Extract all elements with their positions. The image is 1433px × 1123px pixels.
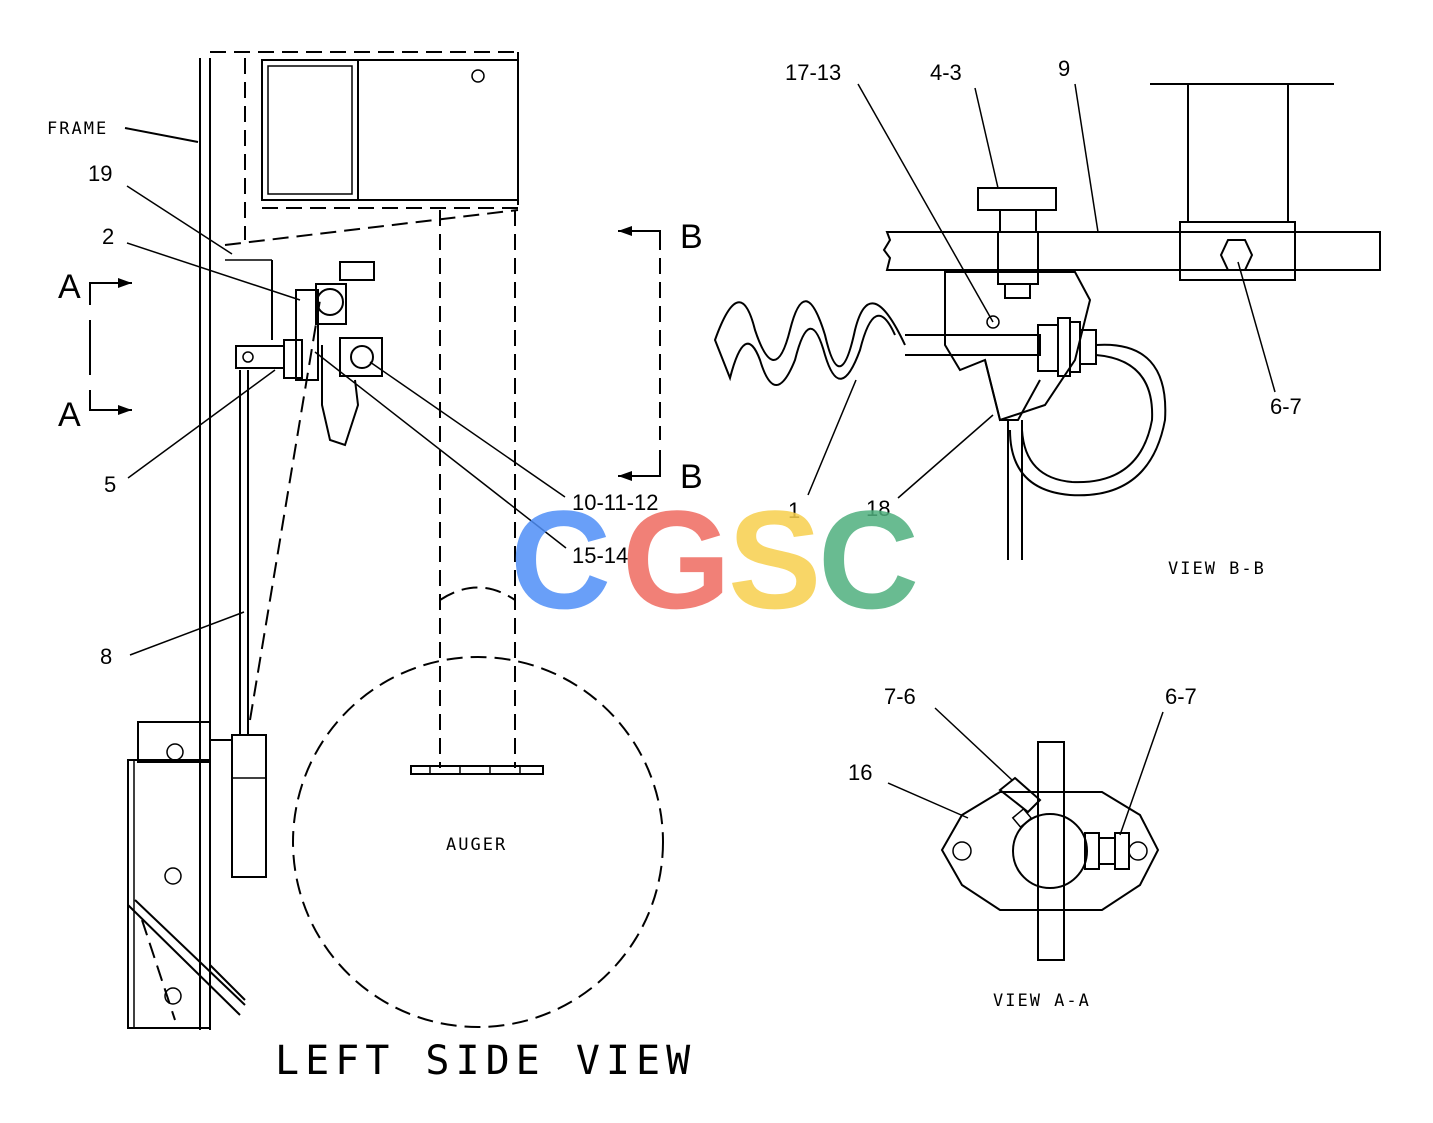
svg-text:B: B [680, 458, 703, 496]
view-aa: 7-6 6-7 16 VIEW A-A [848, 684, 1197, 1011]
view-bb: 17-13 4-3 9 6-7 1 18 VIEW B-B [713, 56, 1381, 579]
rod [231, 299, 321, 878]
callout-18: 18 [866, 496, 890, 521]
svg-text:C: C [510, 481, 611, 638]
auger-label: AUGER [446, 835, 507, 855]
callout-5: 5 [104, 472, 116, 497]
callout-2: 2 [102, 224, 114, 249]
callout-1: 1 [788, 498, 800, 523]
left-callouts: 19 2 5 8 10-11-12 15-14 [88, 161, 658, 669]
view-bb-title: VIEW B-B [1168, 559, 1266, 579]
frame-bracket [127, 721, 246, 1029]
callout-10-11-12: 10-11-12 [572, 490, 658, 515]
cgsc-watermark: C G S C [510, 481, 919, 638]
callout-8: 8 [100, 644, 112, 669]
callout-19: 19 [88, 161, 112, 186]
view-aa-title: VIEW A-A [993, 991, 1091, 1011]
svg-text:G: G [622, 481, 731, 638]
callout-15-14: 15-14 [572, 543, 628, 568]
auger-shaft [410, 210, 544, 775]
left-view-title: LEFT SIDE VIEW [275, 1038, 696, 1084]
svg-text:S: S [728, 481, 821, 638]
gear-box [224, 59, 519, 246]
callout-4-3: 4-3 [930, 60, 962, 85]
section-a-marker: A A [58, 268, 132, 434]
svg-text:B: B [680, 218, 703, 256]
frame-label: FRAME [47, 119, 108, 139]
svg-text:A: A [58, 268, 81, 306]
section-b-marker: B B [618, 218, 703, 496]
callout-9: 9 [1058, 56, 1070, 81]
svg-text:C: C [818, 481, 919, 638]
callout-6-7-aa: 6-7 [1165, 684, 1197, 709]
callout-17-13: 17-13 [785, 60, 841, 85]
callout-7-6: 7-6 [884, 684, 916, 709]
svg-text:A: A [58, 396, 81, 434]
callout-6-7-bb: 6-7 [1270, 394, 1302, 419]
auger-outline [292, 656, 664, 1028]
left-side-view: AUGER FRAME A A B B 19 2 [47, 51, 703, 1084]
callout-16: 16 [848, 760, 872, 785]
